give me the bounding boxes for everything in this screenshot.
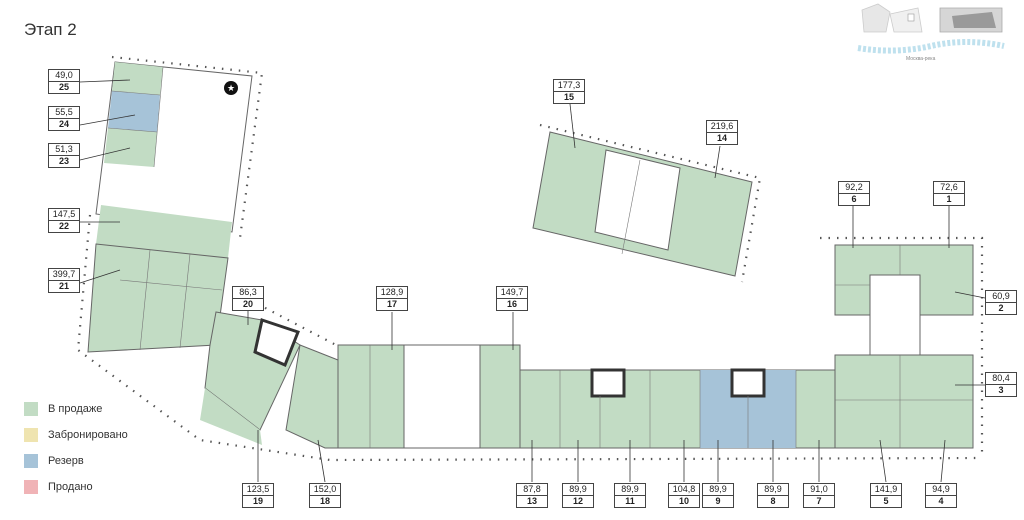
unit-22-zone [96,205,232,258]
core-right-2 [730,368,766,398]
legend-item-for-sale: В продаже [24,396,128,422]
legend-label: В продаже [48,403,103,415]
legend-swatch-booked [24,428,38,442]
legend-item-reserved: Резерв [24,448,128,474]
legend-label: Забронировано [48,429,128,441]
legend-swatch-reserved [24,454,38,468]
core-right-1 [590,368,626,398]
legend-item-sold: Продано [24,474,128,500]
core-diagonal [253,318,300,367]
legend-swatch-for-sale [24,402,38,416]
minimap-river-label: Москва-река [906,56,936,62]
status-legend: В продаже Забронировано Резерв Продано [24,396,128,500]
unit-18-zone [285,344,339,449]
unit-17-zone [337,344,405,449]
unit-21-zone [87,243,229,353]
legend-label: Резерв [48,455,84,467]
svg-text:★: ★ [227,84,235,94]
leader-lines [79,79,986,483]
rotated-core [594,149,681,251]
stage-title: Этап 2 [24,20,77,39]
unit-19-zone [200,388,262,445]
site-minimap [857,3,1005,54]
legend-item-booked: Забронировано [24,422,128,448]
legend-swatch-sold [24,480,38,494]
legend-label: Продано [48,481,93,493]
central-core [403,344,481,449]
unit-16-zone [479,344,521,449]
unit-24-zone [108,91,160,132]
interior-lines [107,66,973,448]
site-boundary [76,55,984,462]
unit-25-zone [112,62,163,95]
right-block-core [869,274,921,356]
unit-23-zone [104,128,157,167]
entrance-marker-icon [224,81,238,95]
right-block-lower [834,354,974,449]
